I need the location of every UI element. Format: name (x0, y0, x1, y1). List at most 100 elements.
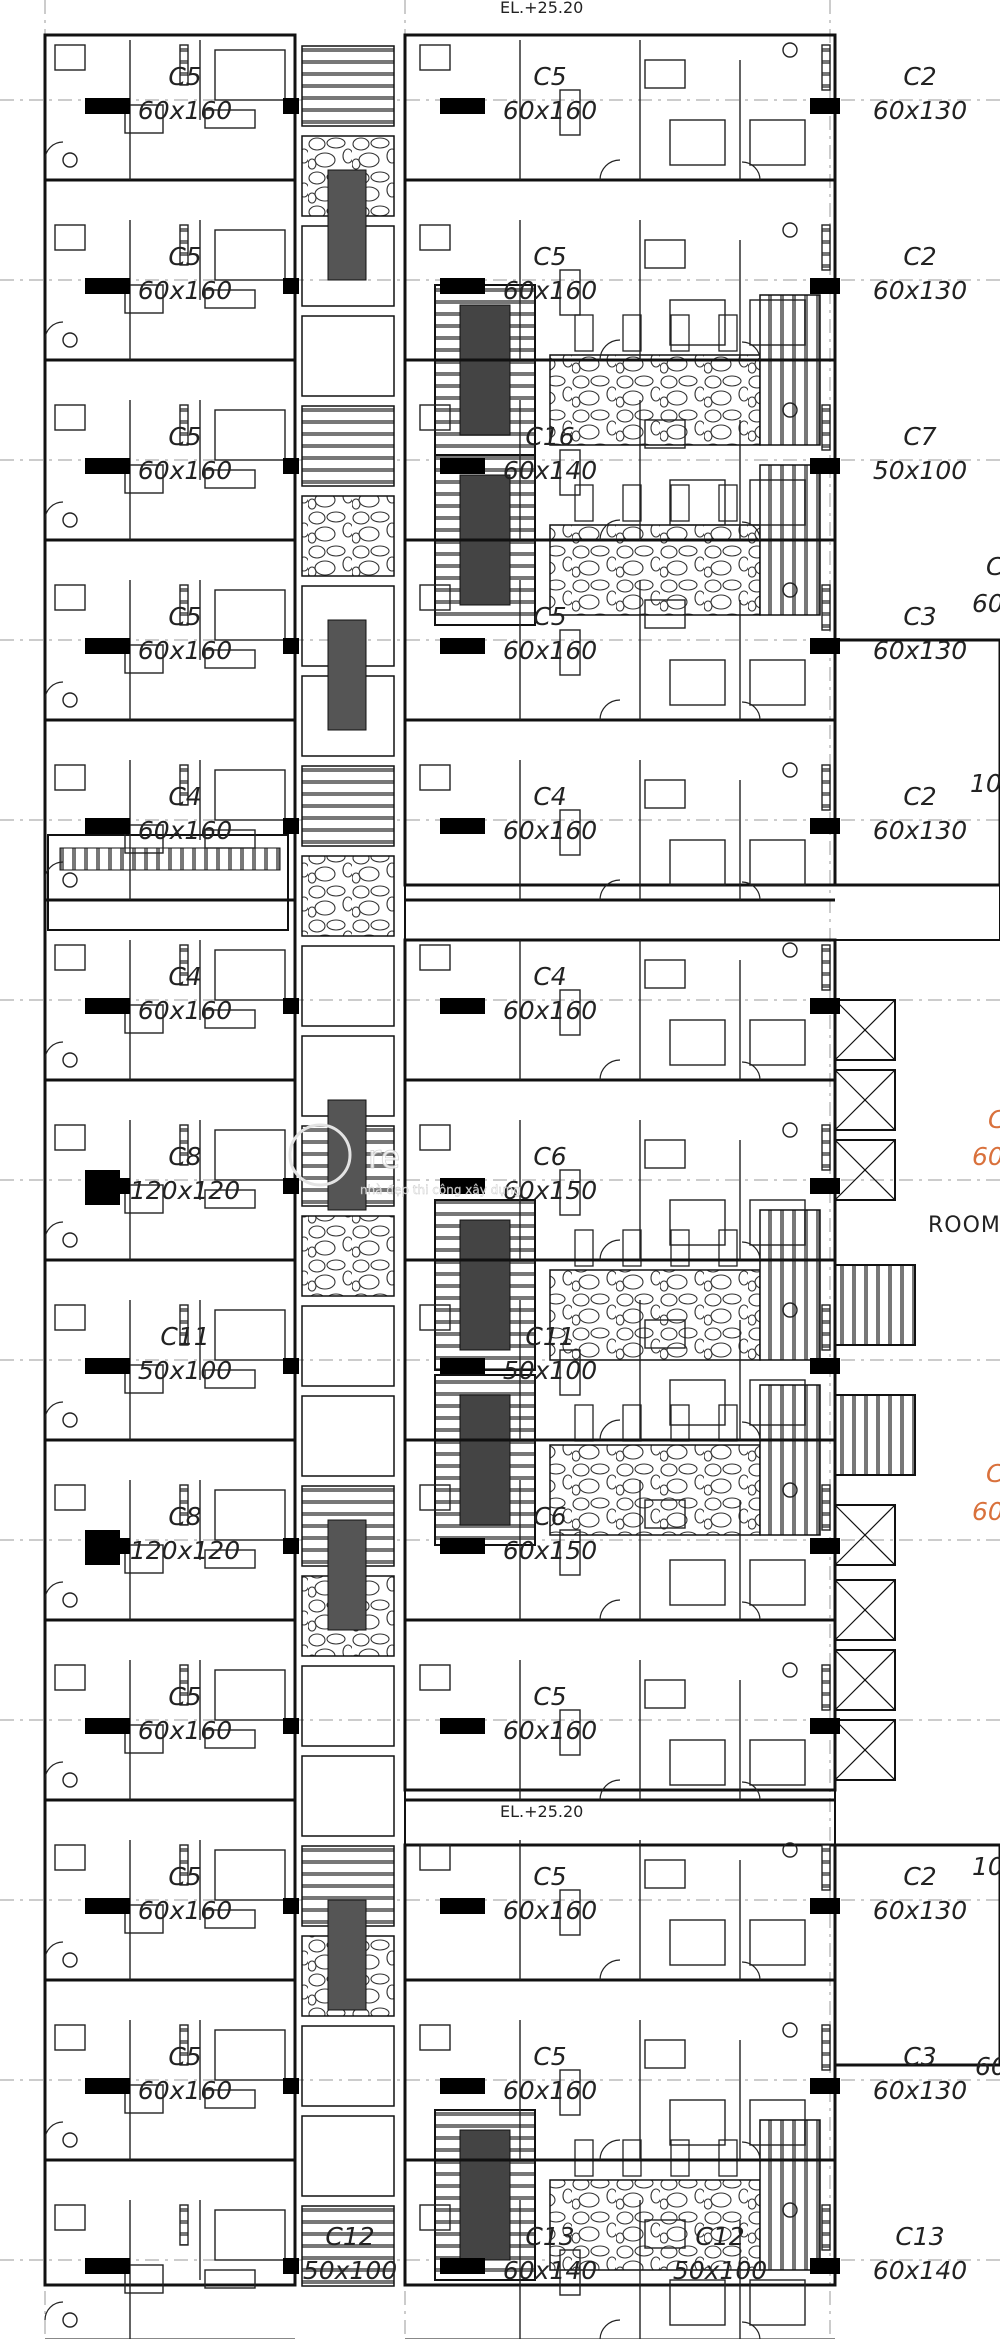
column-size-label: 60x130 (873, 816, 967, 845)
partial-label-orange: C (988, 1105, 1000, 1134)
partial-label: 10 (972, 1852, 1000, 1881)
column-code-label: C3 (903, 2042, 936, 2071)
sofa (559, 449, 581, 496)
structural-column (810, 1178, 840, 1194)
wall (833, 638, 1000, 887)
sofa (559, 989, 581, 1036)
column-code-label: C5 (168, 1682, 201, 1711)
column-size-label: 60x160 (138, 1716, 232, 1745)
structural-column (283, 818, 299, 834)
wardrobe (179, 764, 189, 806)
door-swing (741, 1601, 761, 1621)
bench (574, 1229, 594, 1267)
structural-column (283, 458, 299, 474)
dining-table (644, 239, 686, 269)
bench (574, 484, 594, 522)
dining-table (124, 464, 164, 494)
column-size-label: 50x100 (673, 2256, 767, 2285)
structural-column (810, 638, 840, 654)
door-swing (44, 1041, 64, 1061)
structural-column (85, 2258, 130, 2274)
partial-label-orange: C (986, 1459, 1000, 1488)
door-swing (741, 341, 761, 361)
elevator-cross (834, 1504, 896, 1566)
partial-label-orange: 60 (972, 1142, 1000, 1171)
column-size-label: 60x160 (503, 636, 597, 665)
basin (782, 1842, 798, 1858)
bench (718, 314, 738, 352)
bed (669, 839, 726, 886)
wardrobe (821, 1484, 831, 1531)
stair-steps (759, 1384, 821, 1536)
sofa (204, 1549, 256, 1569)
door-swing (741, 701, 761, 721)
basin (782, 1662, 798, 1678)
structural-column (283, 1358, 299, 1374)
bench (718, 1404, 738, 1442)
structural-column (85, 2078, 130, 2094)
door-swing (599, 339, 621, 361)
column-size-label: 60x140 (873, 2256, 967, 2285)
elevator-cross (834, 1139, 896, 1201)
structural-column (810, 1538, 840, 1554)
dining-table (124, 824, 164, 854)
bench (622, 484, 642, 522)
bed (214, 2029, 286, 2081)
wardrobe (821, 2204, 831, 2251)
dining-table (124, 1724, 164, 1754)
wc (419, 1844, 451, 1871)
basin (62, 692, 78, 708)
dining-table (644, 59, 686, 89)
column-size-label: 60x160 (138, 2076, 232, 2105)
sofa (559, 1889, 581, 1936)
basin (782, 942, 798, 958)
corridor (404, 1789, 836, 1846)
column-code-label: C2 (903, 62, 936, 91)
dining-table (644, 1859, 686, 1889)
bed (214, 769, 286, 821)
structural-column (440, 1898, 485, 1914)
column-size-label: 60x130 (873, 2076, 967, 2105)
wardrobe (179, 224, 189, 266)
bench-row (59, 847, 281, 871)
structural-column (85, 818, 130, 834)
bed (749, 1739, 806, 1786)
wood-deck (301, 765, 395, 847)
structural-column (440, 638, 485, 654)
bed (749, 1559, 806, 1606)
dining-table (124, 1004, 164, 1034)
bed (669, 659, 726, 706)
room-label: ROOM (928, 1213, 1000, 1238)
courtyard-cell (301, 2115, 395, 2197)
structural-column (810, 1358, 840, 1374)
stair (834, 1264, 916, 1346)
structural-column (85, 1530, 120, 1565)
wardrobe (821, 44, 831, 91)
watermark-logo-text: re (368, 1138, 400, 1176)
column-code-label: C5 (533, 602, 566, 631)
column-code-label: C3 (903, 602, 936, 631)
wc (419, 2204, 451, 2231)
column-code-label: C13 (895, 2222, 944, 2251)
column-size-label: 60x160 (503, 996, 597, 1025)
bed (749, 839, 806, 886)
dining-table (124, 1544, 164, 1574)
bed (214, 2209, 286, 2261)
column-code-label: C5 (533, 1682, 566, 1711)
wardrobe (179, 584, 189, 626)
structural-column (440, 278, 485, 294)
column-code-label: C5 (533, 2042, 566, 2071)
column-size-label: 60x160 (503, 1716, 597, 1745)
structural-column (810, 458, 840, 474)
bed (669, 1199, 726, 1246)
wc (419, 2024, 451, 2051)
wardrobe (821, 584, 831, 631)
wc (54, 44, 86, 71)
bed (214, 589, 286, 641)
column-size-label: 60x160 (503, 2076, 597, 2105)
sofa (559, 1349, 581, 1396)
sofa (204, 1369, 256, 1389)
basin (62, 512, 78, 528)
bench (574, 1404, 594, 1442)
